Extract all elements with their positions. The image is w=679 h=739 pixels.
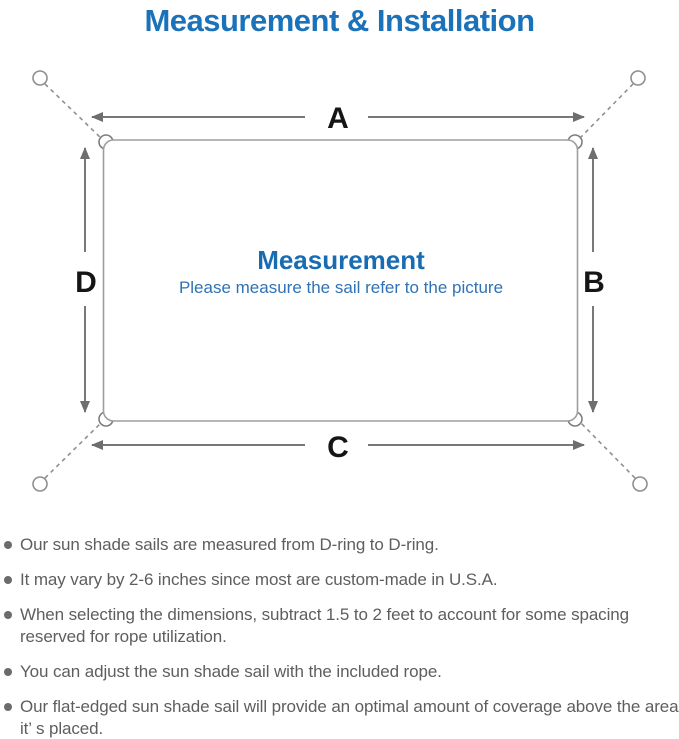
rope-dashed-line-bottom-left xyxy=(44,421,103,479)
dimension-label-a: A xyxy=(327,102,349,135)
rope-dashed-line-top-left xyxy=(44,83,103,140)
dimension-labels: A B C D xyxy=(75,102,605,464)
dimension-label-c: C xyxy=(327,431,349,464)
measurement-diagram: A B C D Measurement Please measure the s… xyxy=(32,70,648,492)
dimension-arrows xyxy=(80,112,598,450)
bullet-dot-icon xyxy=(4,611,12,619)
notes-list: Our sun shade sails are measured from D-… xyxy=(0,534,679,739)
anchor-point-bottom-left xyxy=(32,476,48,492)
list-item: Our flat-edged sun shade sail will provi… xyxy=(4,696,679,739)
dimension-label-d: D xyxy=(75,266,97,299)
center-heading: Measurement xyxy=(257,245,425,275)
rope-dashed-line-top-right xyxy=(578,83,634,140)
note-text: You can adjust the sun shade sail with t… xyxy=(20,662,442,681)
center-subtitle: Please measure the sail refer to the pic… xyxy=(179,278,503,297)
bullet-dot-icon xyxy=(4,668,12,676)
anchor-points xyxy=(32,70,648,492)
dimension-label-b: B xyxy=(583,266,605,299)
list-item: It may vary by 2-6 inches since most are… xyxy=(4,569,679,591)
anchor-point-top-right xyxy=(630,70,646,86)
list-item: You can adjust the sun shade sail with t… xyxy=(4,661,679,683)
note-text: When selecting the dimensions, subtract … xyxy=(20,605,629,646)
list-item: Our sun shade sails are measured from D-… xyxy=(4,534,679,556)
list-item: When selecting the dimensions, subtract … xyxy=(4,604,679,648)
page-title: Measurement & Installation xyxy=(144,3,535,38)
bullet-dot-icon xyxy=(4,576,12,584)
bullet-dot-icon xyxy=(4,541,12,549)
bullet-dot-icon xyxy=(4,703,12,711)
sail-outline xyxy=(102,139,579,422)
anchor-point-bottom-right xyxy=(632,476,648,492)
note-text: Our sun shade sails are measured from D-… xyxy=(20,535,439,554)
anchor-point-top-left xyxy=(32,70,48,86)
note-text: Our flat-edged sun shade sail will provi… xyxy=(20,697,679,738)
rope-dashed-line-bottom-right xyxy=(579,421,636,479)
note-text: It may vary by 2-6 inches since most are… xyxy=(20,570,498,589)
rope-dashed-lines xyxy=(44,83,636,479)
